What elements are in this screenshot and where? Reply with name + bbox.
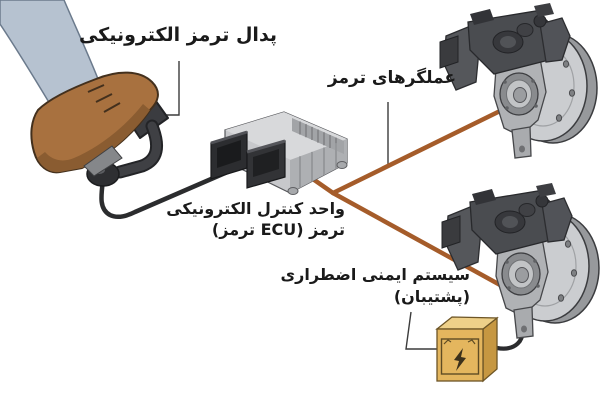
label-backup: سیستم ایمنی اضطراری (پشتیبان)	[280, 264, 470, 308]
lightning-icon	[454, 348, 466, 371]
backup-pointer-line	[405, 311, 446, 350]
driver-foot	[0, 0, 159, 177]
lower-bracket	[511, 126, 532, 159]
label-ecu: واحد کنترل الکترونیکی ترمز (ECU ترمز)	[143, 198, 345, 240]
label-ecu-line1: واحد کنترل الکترونیکی	[166, 199, 345, 218]
pedal-pointer-line	[163, 61, 180, 116]
backup-box	[435, 316, 499, 383]
caliper-assembly	[439, 3, 571, 91]
wire-to-top-brake	[330, 109, 501, 196]
shoe-sole	[37, 104, 150, 173]
pedal-to-ecu-cable	[99, 167, 235, 220]
wire-to-bottom-brake	[330, 190, 505, 289]
ecu-connectors	[210, 130, 286, 189]
pointer-lines	[163, 61, 446, 350]
shoe-heel-cap	[83, 145, 123, 177]
backup-box-panel	[440, 338, 480, 375]
brake-actuator-bottom	[441, 182, 600, 339]
ecu-unit	[210, 111, 348, 195]
shoe-laces	[87, 84, 121, 113]
brake-actuator-top	[439, 3, 598, 159]
label-actuators: عملگرهای ترمز	[327, 68, 457, 88]
ecu-heatsink-fins	[292, 118, 344, 188]
label-pedal: پدال ترمز الکترونیکی	[78, 24, 278, 46]
label-ecu-line2: ترمز (ECU ترمز)	[211, 220, 345, 239]
label-backup-line1: سیستم ایمنی اضطراری	[280, 265, 470, 284]
label-backup-line2: (پشتیبان)	[393, 287, 470, 306]
